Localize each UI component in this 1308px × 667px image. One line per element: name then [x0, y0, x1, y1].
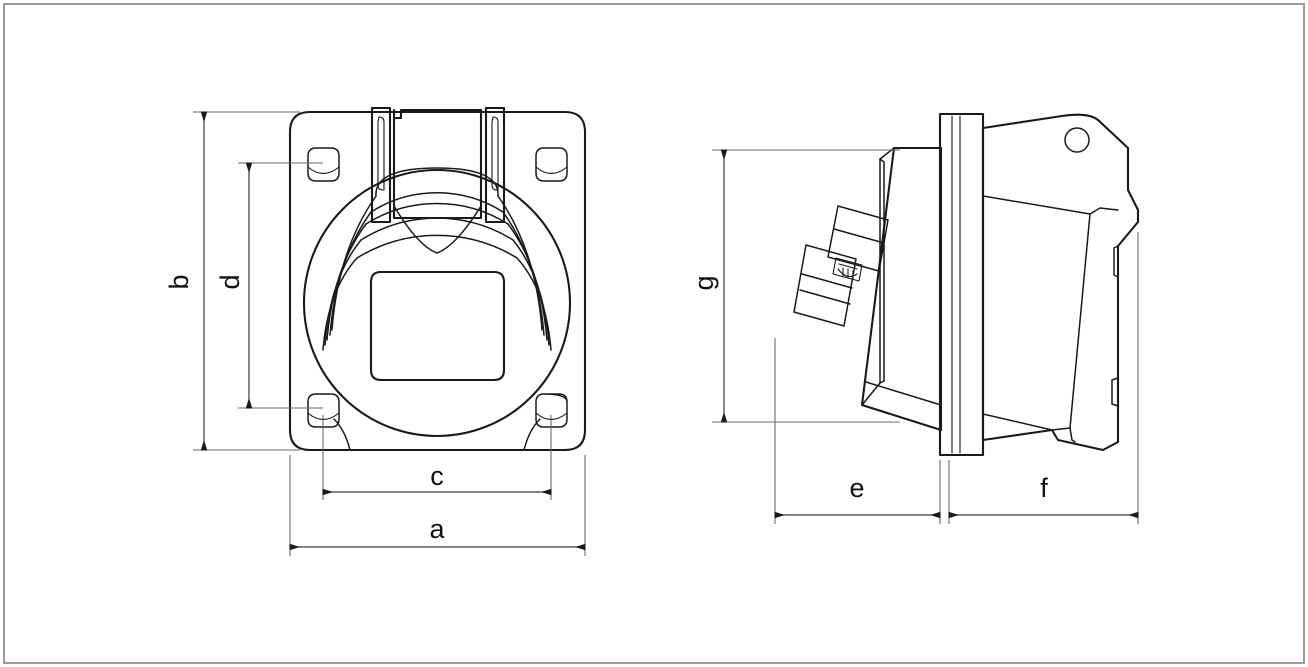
earth-symbol-detail — [832, 257, 863, 282]
dimension-d: d — [215, 162, 323, 409]
socket-body-circle — [302, 168, 572, 438]
body-shoulder-lines — [333, 418, 541, 451]
side-view: g e f — [689, 112, 1140, 524]
dimension-e: e — [774, 338, 941, 524]
mounting-flange-plate — [288, 110, 587, 452]
dimension-e-label: e — [849, 473, 864, 503]
lid-hinge-assembly — [370, 106, 506, 254]
dimension-a: a — [289, 455, 586, 556]
lid-pivot-hole — [1064, 127, 1090, 153]
fixing-boss-top-left — [307, 147, 340, 182]
fixing-boss-top-right — [535, 147, 568, 182]
hinged-lid — [322, 167, 552, 351]
dimension-c: c — [322, 415, 552, 500]
dimension-a-label: a — [429, 514, 445, 544]
side-rear-body — [860, 146, 943, 432]
dimension-g: g — [689, 149, 900, 423]
dimension-c-label: c — [430, 461, 444, 491]
dimension-b: b — [164, 111, 300, 451]
centre-label-plate — [369, 270, 506, 382]
dimension-g-label: g — [689, 275, 719, 290]
dimension-f: f — [948, 232, 1139, 524]
side-mounting-flange — [938, 112, 985, 457]
side-terminal-blocks — [793, 205, 889, 327]
dimension-f-label: f — [1040, 473, 1048, 503]
side-lid-cover — [981, 113, 1140, 452]
front-view: b d c a — [164, 106, 587, 556]
dimension-d-label: d — [215, 274, 245, 289]
dimension-b-label: b — [164, 274, 194, 289]
